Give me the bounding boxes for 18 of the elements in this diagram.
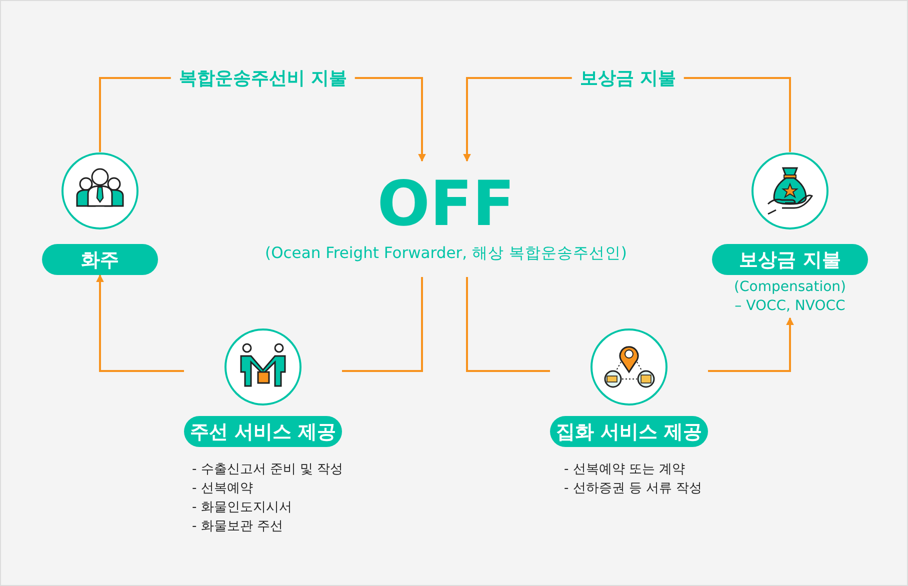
- list-item: - 선복예약 또는 계약: [564, 461, 686, 479]
- note-text: – VOCC, NVOCC: [734, 297, 846, 316]
- arrow: [96, 274, 184, 372]
- arrow: [708, 317, 794, 372]
- list-item: - 화물보관 주선: [192, 518, 283, 536]
- label-pill: 화주: [42, 244, 158, 275]
- note-text: (Compensation): [733, 278, 847, 297]
- list-item: - 화물인도지시서: [192, 499, 292, 517]
- connector-line: [342, 277, 423, 372]
- subtitle-text: (Ocean Freight Forwarder, 해상 복합운송주선인): [264, 243, 628, 264]
- connector-line: [466, 277, 550, 372]
- title-text: OFF: [376, 169, 516, 239]
- list-item: - 선하증권 등 서류 작성: [564, 480, 702, 498]
- label-pill: 집화 서비스 제공: [550, 416, 708, 447]
- list-item: - 수출신고서 준비 및 작성: [192, 461, 344, 479]
- label-pill: 보상금 지불: [712, 244, 868, 275]
- label-pill: 주선 서비스 제공: [184, 416, 342, 447]
- list-item: - 선복예약: [192, 480, 253, 498]
